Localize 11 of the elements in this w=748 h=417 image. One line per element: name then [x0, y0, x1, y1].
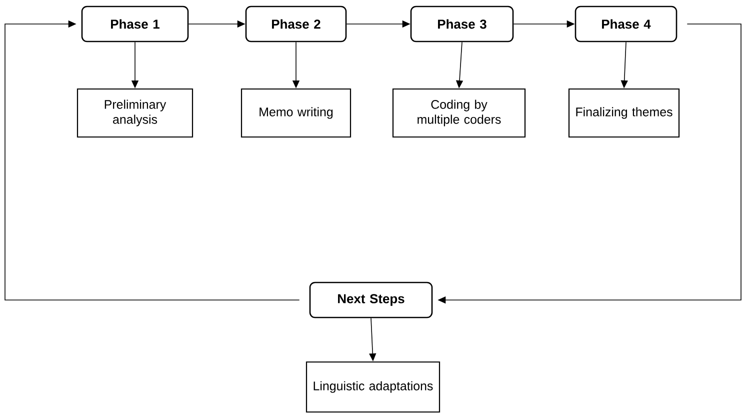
phase-box: Phase 4 — [574, 6, 678, 42]
phase-box: Phase 3 — [410, 6, 514, 42]
phase-box: Phase 1 — [81, 6, 189, 42]
step-box: Linguistic adaptations — [306, 361, 440, 413]
phase-box: Next Steps — [309, 282, 433, 318]
arrow — [4, 20, 300, 300]
phase-box: Phase 2 — [245, 6, 347, 42]
step-box: Coding by multiple coders — [392, 88, 526, 138]
step-box: Finalizing themes — [568, 88, 680, 138]
step-box: Memo writing — [240, 88, 352, 138]
step-box: Preliminary analysis — [76, 88, 194, 138]
